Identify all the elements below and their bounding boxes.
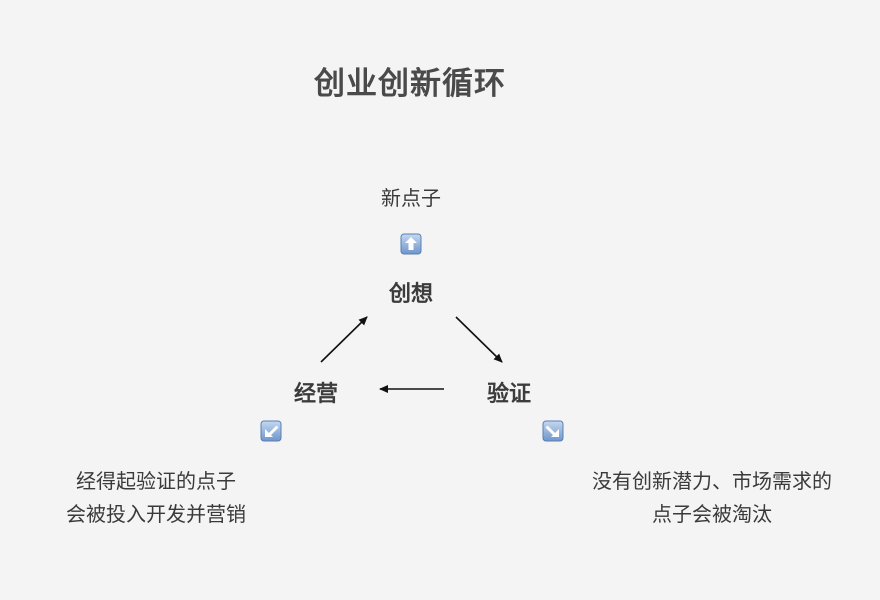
note-validated-line1: 经得起验证的点子: [76, 469, 236, 493]
node-ideate: 创想: [388, 282, 433, 307]
down-left-arrow-icon: [260, 420, 282, 442]
arrow-ideate-to-validate: [455, 316, 503, 363]
note-eliminated-line2: 点子会被淘汰: [652, 502, 772, 526]
note-validated-ideas: 经得起验证的点子 会被投入开发并营销: [36, 465, 276, 531]
down-right-arrow-icon: [542, 420, 564, 442]
note-eliminated-ideas: 没有创新潜力、市场需求的 点子会被淘汰: [560, 465, 864, 531]
node-operate: 经营: [293, 382, 338, 407]
up-arrow-icon: [400, 233, 422, 255]
diagram-title: 创业创新循环: [314, 66, 506, 102]
note-new-idea: 新点子: [381, 186, 441, 210]
note-eliminated-line1: 没有创新潜力、市场需求的: [592, 469, 832, 493]
node-validate: 验证: [486, 382, 531, 407]
note-validated-line2: 会被投入开发并营销: [66, 502, 246, 526]
arrow-operate-to-ideate: [320, 316, 368, 363]
